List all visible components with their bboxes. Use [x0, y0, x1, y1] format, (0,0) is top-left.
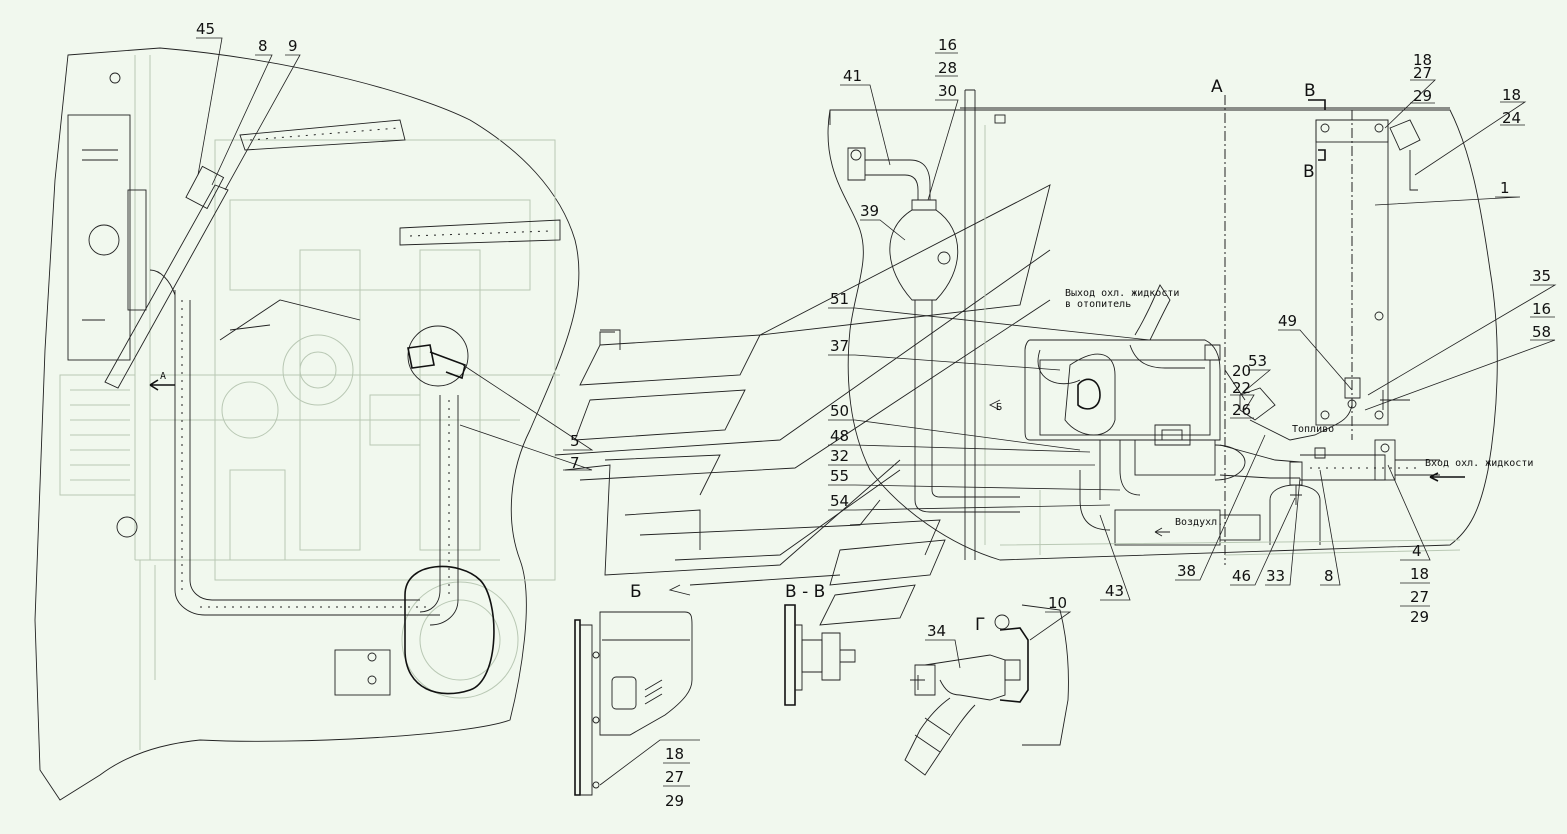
callout-41: 41	[843, 67, 862, 85]
callout-51: 51	[830, 290, 849, 308]
callout-18-detail-b: 18	[665, 745, 684, 763]
callout-38: 38	[1177, 562, 1196, 580]
section-b-mid: Б	[996, 402, 1002, 413]
callout-24: 24	[1502, 109, 1521, 127]
callout-50: 50	[830, 402, 849, 420]
section-vv-detail-title: В - В	[785, 582, 825, 602]
note-outlet-line-2: в отопитель	[1065, 299, 1131, 310]
schematic-connection-lines	[554, 184, 1051, 626]
callout-29-top: 29	[1413, 87, 1432, 105]
callout-29-bottom: 29	[1410, 608, 1429, 626]
callout-27-detail-b: 27	[665, 768, 684, 786]
callout-54: 54	[830, 492, 849, 510]
callout-34: 34	[927, 622, 946, 640]
callout-48: 48	[830, 427, 849, 445]
callout-16-top: 16	[938, 36, 957, 54]
callout-1: 1	[1500, 179, 1510, 197]
callout-27-bottom: 27	[1410, 588, 1429, 606]
detail-vv-view	[784, 604, 856, 706]
callout-7: 7	[570, 454, 580, 472]
callout-55: 55	[830, 467, 849, 485]
callout-10: 10	[1048, 594, 1067, 612]
engine-compartment-view	[34, 47, 580, 801]
callout-8-right: 8	[1324, 567, 1334, 585]
callout-29-detail-b: 29	[665, 792, 684, 810]
detail-g-view	[904, 604, 1069, 776]
callout-58: 58	[1532, 323, 1551, 341]
callout-32: 32	[830, 447, 849, 465]
section-letters: А В В Б Б В - В Г	[630, 77, 1316, 635]
note-fuel: Топливо	[1292, 424, 1334, 435]
callout-5: 5	[570, 432, 580, 450]
callout-22: 22	[1232, 379, 1251, 397]
heater-assembly-view	[827, 89, 1498, 565]
callout-27-top: 27	[1413, 64, 1432, 82]
callout-8-left: 8	[258, 37, 268, 55]
callout-46: 46	[1232, 567, 1251, 585]
callout-39: 39	[860, 202, 879, 220]
callout-43: 43	[1105, 582, 1124, 600]
callout-37: 37	[830, 337, 849, 355]
callout-18-top: 18	[1413, 51, 1432, 69]
callout-20: 20	[1232, 362, 1251, 380]
section-v-top-2: В	[1303, 162, 1315, 182]
callout-numbers: 45 8 9 41 16 28 30 18 27 29 18 24 1 39 3…	[196, 20, 1551, 810]
callout-16-right: 16	[1532, 300, 1551, 318]
section-b-detail-title: Б	[630, 582, 642, 602]
callout-4: 4	[1412, 542, 1422, 560]
section-g-detail-title: Г	[975, 615, 985, 635]
callout-18-bottom: 18	[1410, 565, 1429, 583]
section-a-left-label: А	[160, 371, 166, 382]
callout-49: 49	[1278, 312, 1297, 330]
detail-b-view	[574, 611, 700, 796]
callout-53: 53	[1248, 352, 1267, 370]
note-inlet: Вход охл. жидкости	[1425, 458, 1533, 469]
section-a-arrow-left: А	[149, 371, 175, 391]
callout-leaders	[196, 37, 1557, 787]
section-v-top: В	[1304, 81, 1316, 101]
callout-26: 26	[1232, 401, 1251, 419]
callout-28: 28	[938, 59, 957, 77]
flow-notes: Выход охл. жидкости в отопитель Вход охл…	[1065, 288, 1533, 528]
callout-33: 33	[1266, 567, 1285, 585]
note-air: Воздухл.	[1175, 517, 1223, 528]
section-a-top: А	[1211, 77, 1223, 97]
callout-9: 9	[288, 37, 298, 55]
callout-45: 45	[196, 20, 215, 38]
callout-30: 30	[938, 82, 957, 100]
callout-35: 35	[1532, 267, 1551, 285]
note-outlet-line-1: Выход охл. жидкости	[1065, 288, 1179, 299]
callout-18-right: 18	[1502, 86, 1521, 104]
